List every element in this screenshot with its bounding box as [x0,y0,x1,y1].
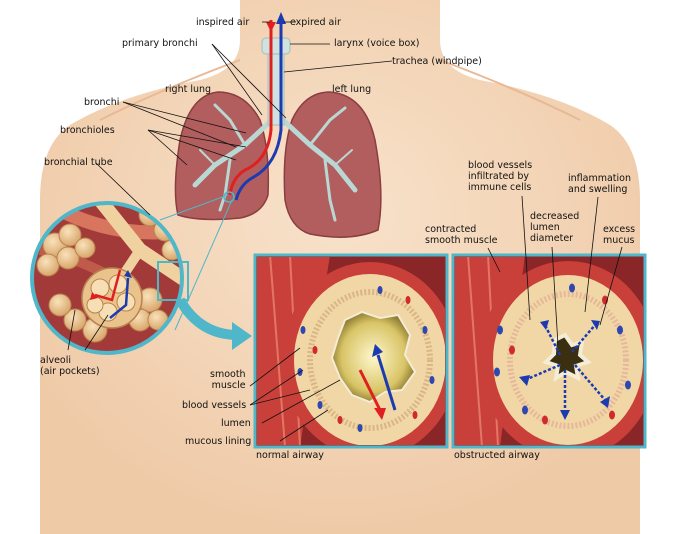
zoom-arrow [175,297,252,350]
bronchial-tree [192,103,358,222]
leader-lines [67,21,623,442]
right-lung [174,91,270,221]
label-inflammation-swelling: inflammation and swelling [568,173,631,195]
inspired-air-arrow [228,20,276,196]
label-expired-air: expired air [290,17,341,28]
label-primary-bronchi: primary bronchi [122,38,198,49]
label-bronchial-tube: bronchial tube [44,157,113,168]
label-blood-vessels-infiltrated: blood vessels infiltrated by immune cell… [468,160,533,193]
label-lumen: lumen [221,418,251,429]
label-decreased-lumen-diameter: decreased lumen diameter [530,211,580,244]
label-inspired-air: inspired air [196,17,250,28]
label-blood-vessels: blood vessels [182,400,247,411]
alveoli-inset [30,201,189,355]
label-trachea: trachea (windpipe) [392,56,482,67]
label-excess-mucus: excess mucus [603,224,636,246]
caption-obstructed-airway: obstructed airway [454,450,540,461]
label-larynx: larynx (voice box) [334,38,420,49]
normal-airway-panel [253,253,449,449]
expired-air-arrow [234,12,286,201]
label-bronchioles: bronchioles [60,125,115,136]
label-smooth-muscle: smooth muscle [210,369,246,391]
label-contracted-smooth-muscle: contracted smooth muscle [425,224,498,246]
label-bronchi: bronchi [84,97,120,108]
obstructed-airway-panel [451,253,647,449]
label-right-lung: right lung [165,84,212,95]
caption-normal-airway: normal airway [256,450,324,461]
label-alveoli: alveoli (air pockets) [40,355,100,377]
label-mucous-lining: mucous lining [185,436,252,447]
label-left-lung: left lung [332,84,372,95]
